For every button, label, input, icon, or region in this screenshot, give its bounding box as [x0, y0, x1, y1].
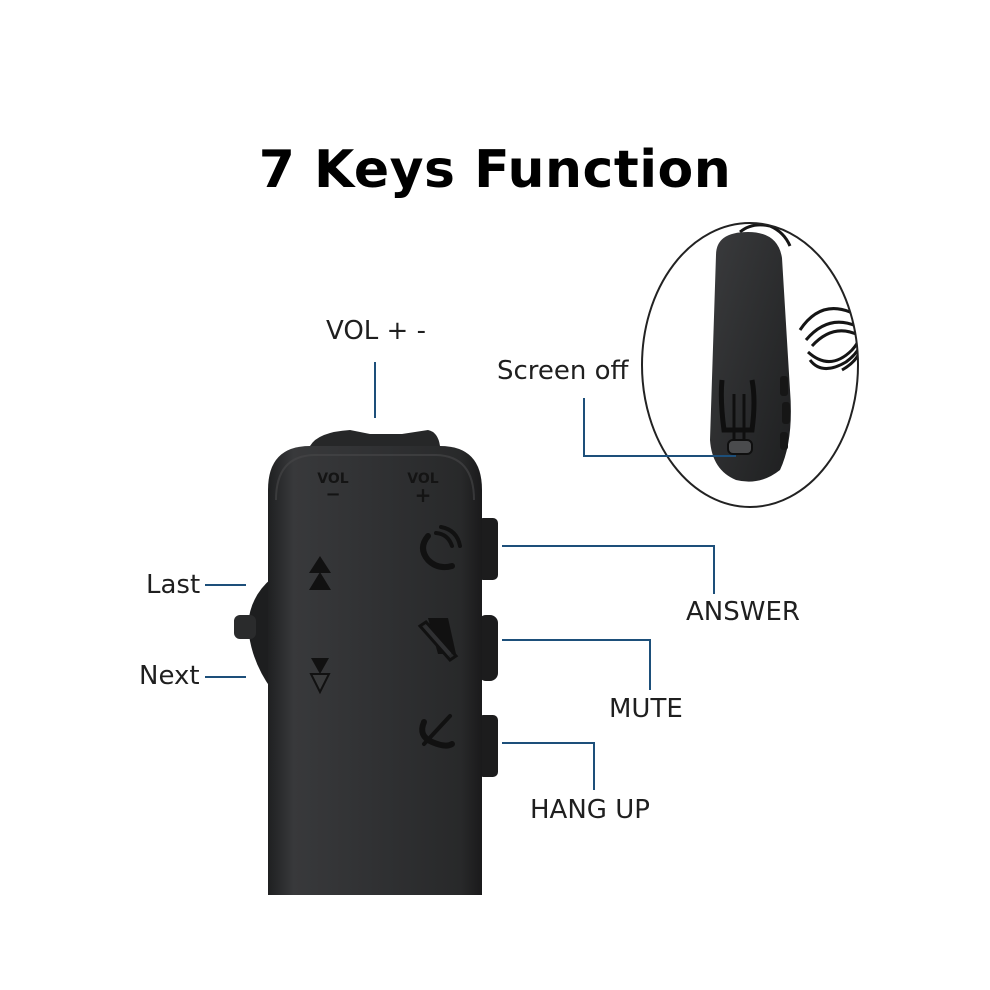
jog-wheel-key	[248, 578, 272, 690]
inset-side-key-2	[782, 402, 790, 424]
device-body	[268, 446, 482, 895]
screen-off-inset	[641, 222, 859, 508]
vol-plus-sign: +	[415, 483, 432, 507]
inset-side-key-1	[780, 376, 788, 396]
last-label: Last	[146, 570, 201, 600]
inset-side-key-3	[780, 432, 788, 450]
hang-up-label: HANG UP	[530, 795, 650, 825]
hang-up-icon	[419, 714, 455, 749]
mute-leader	[502, 639, 651, 690]
remote-device: VOL − VOL +	[234, 430, 498, 895]
up-triangles-icon	[309, 556, 331, 590]
next-label: Next	[139, 661, 200, 691]
mute-label: MUTE	[609, 694, 683, 724]
answer-label: ANSWER	[686, 597, 800, 627]
phone-answer-icon	[420, 525, 462, 571]
page-title: 7 Keys Function	[258, 140, 732, 200]
vol-label: VOL + -	[326, 316, 426, 346]
mute-icon	[417, 618, 459, 662]
inset-device-body	[710, 232, 791, 482]
screen-off-label: Screen off	[497, 356, 629, 386]
answer-side-key	[478, 518, 498, 580]
screen-off-button	[727, 439, 753, 455]
down-triangles-icon	[309, 658, 331, 695]
hangup-leader	[502, 742, 595, 790]
answer-leader	[502, 545, 715, 594]
mute-side-key	[478, 615, 498, 681]
screen-off-leader	[583, 398, 736, 457]
jog-wheel-knob	[234, 615, 256, 639]
vol-plus-marking: VOL	[407, 471, 438, 487]
vol-minus-sign: −	[325, 484, 340, 505]
leader-lines	[205, 362, 736, 790]
vol-minus-marking: VOL	[317, 471, 348, 487]
hangup-side-key	[478, 715, 498, 777]
volume-rocker-key	[310, 430, 440, 446]
